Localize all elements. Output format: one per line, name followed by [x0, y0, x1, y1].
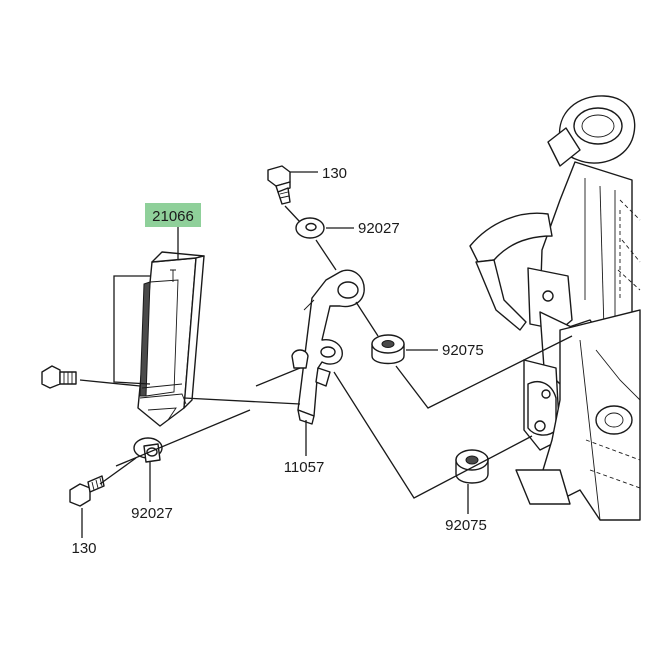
bolt-bottom: [69, 475, 105, 507]
grommet-bottom: [455, 449, 489, 484]
label-92075-top: 92075: [442, 342, 484, 359]
callout-labels: 21066 130 92027 92075 11057 92027 130 92…: [71, 165, 486, 557]
label-130-top: 130: [322, 165, 347, 182]
label-130-bottom: 130: [71, 540, 96, 557]
bracket-part: [291, 269, 365, 425]
frame-structure: [469, 95, 641, 521]
ecu-label-highlight: [145, 203, 201, 227]
leader-lines: [79, 171, 573, 538]
ecu-unit: [137, 251, 205, 427]
bolt-left: [41, 365, 77, 389]
bolt-top: [267, 165, 291, 205]
label-92075-bottom: 92075: [445, 517, 487, 534]
grommet-top: [371, 334, 405, 365]
label-92027-top: 92027: [358, 220, 400, 237]
label-92027-bottom: 92027: [131, 505, 173, 522]
label-11057: 11057: [284, 459, 325, 476]
label-21066: 21066: [152, 208, 194, 225]
washer-bottom: [133, 437, 163, 463]
washer-top: [295, 217, 325, 239]
